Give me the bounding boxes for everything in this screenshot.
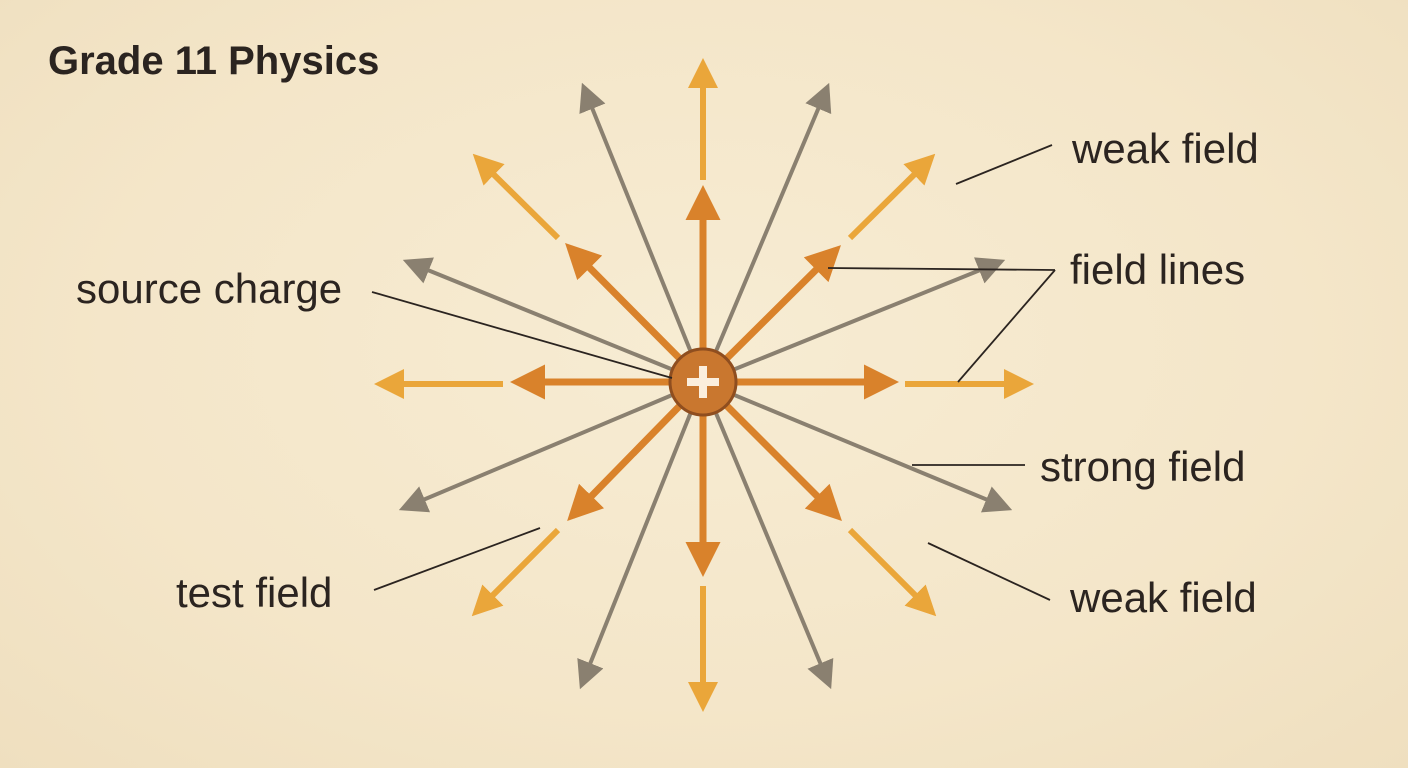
- leader-lines: [371, 144, 1056, 601]
- leader-weak-field-top: [955, 144, 1053, 185]
- field-line-ene: [702, 257, 1006, 384]
- plus-sign-vertical: [699, 366, 707, 398]
- page-title: Grade 11 Physics: [48, 39, 379, 83]
- field-line-ese: [702, 380, 1013, 513]
- weak-arrow-up-left: [472, 153, 561, 241]
- field-line-nnw: [579, 82, 705, 383]
- weak-arrow-down-right: [847, 527, 937, 617]
- weak-field-arrows: [374, 58, 1034, 712]
- field-line-ssw: [577, 381, 705, 690]
- field-line-sse: [701, 381, 834, 690]
- label-field-lines: field lines: [1070, 246, 1245, 293]
- weak-arrow-up-right: [847, 153, 936, 241]
- field-line-wnw: [402, 257, 704, 384]
- leader-test-field: [373, 527, 541, 591]
- label-test-field: test field: [176, 569, 332, 616]
- weak-arrow-down-left: [471, 527, 561, 617]
- leader-field-lines-upper: [827, 267, 1056, 271]
- leader-field-lines-lower: [957, 269, 1056, 383]
- leader-source-charge: [371, 291, 673, 379]
- field-lines-group: [398, 82, 1013, 690]
- label-weak-field-top: weak field: [1071, 125, 1259, 172]
- source-charge: [668, 347, 738, 417]
- leader-weak-field-bottom: [927, 542, 1051, 601]
- field-line-nne: [701, 82, 832, 383]
- label-weak-field-bottom: weak field: [1069, 574, 1257, 621]
- label-strong-field: strong field: [1040, 443, 1245, 490]
- label-source-charge: source charge: [76, 265, 342, 312]
- field-line-wsw: [398, 380, 704, 513]
